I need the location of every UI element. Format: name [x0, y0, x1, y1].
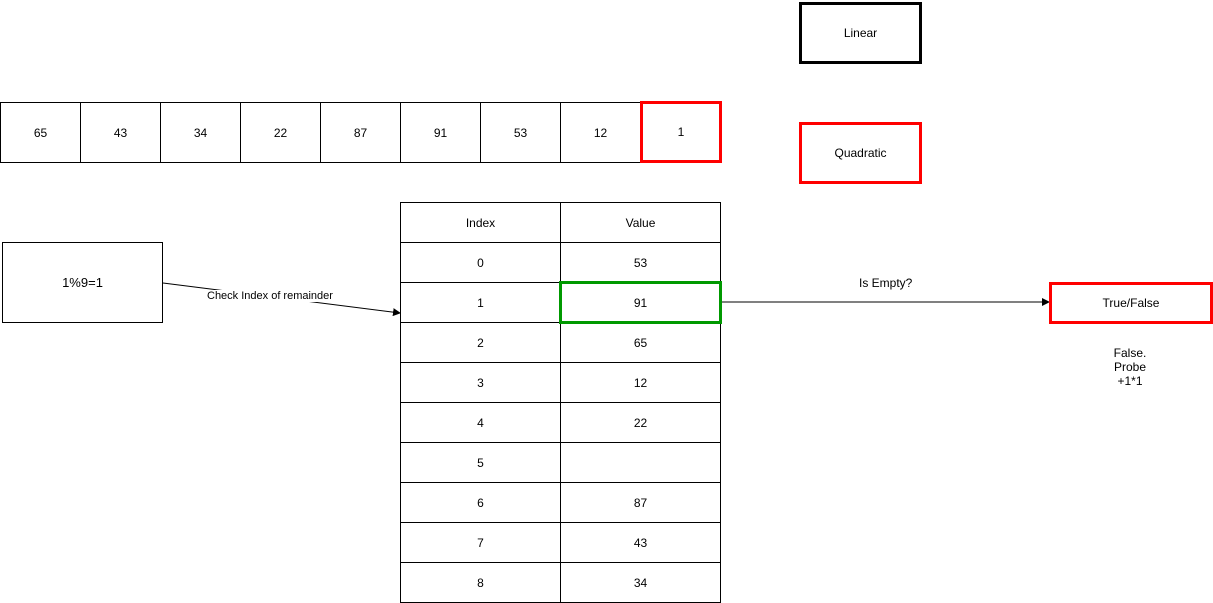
table-value: 43 [633, 535, 648, 550]
table-index-cell: 6 [400, 482, 561, 523]
table-header-value-label: Value [625, 215, 656, 230]
linear-mode-box[interactable]: Linear [799, 2, 922, 64]
array-cell-value: 1 [677, 125, 685, 139]
result-note: False. Probe +1*1 [1080, 346, 1180, 388]
table-value: 91 [633, 295, 648, 310]
is-empty-label: Is Empty? [859, 276, 913, 290]
table-index: 2 [477, 335, 484, 350]
table-value: 87 [633, 495, 648, 510]
result-box-label: True/False [1102, 296, 1160, 310]
array-cell: 34 [160, 102, 241, 163]
table-value-cell: 43 [560, 522, 721, 563]
array-cell: 12 [560, 102, 641, 163]
array-cell: 53 [480, 102, 561, 163]
table-value: 12 [633, 375, 648, 390]
result-note-line: +1*1 [1117, 374, 1143, 388]
result-box: True/False [1049, 282, 1213, 324]
table-index: 7 [477, 535, 484, 550]
table-value-cell [560, 442, 721, 483]
table-value: 53 [633, 255, 648, 270]
array-cell-value: 65 [33, 125, 48, 140]
quadratic-mode-box[interactable]: Quadratic [799, 122, 922, 184]
table-index-cell: 0 [400, 242, 561, 283]
table-value-cell: 53 [560, 242, 721, 283]
hash-expression-box: 1%9=1 [2, 242, 163, 323]
table-index: 0 [477, 255, 484, 270]
table-header-index: Index [400, 202, 561, 243]
array-cell-current: 1 [640, 101, 722, 163]
table-index-cell: 3 [400, 362, 561, 403]
table-value: 22 [633, 415, 648, 430]
table-index: 5 [477, 455, 484, 470]
table-index-cell: 7 [400, 522, 561, 563]
table-value: 34 [633, 575, 648, 590]
array-cell: 43 [80, 102, 161, 163]
table-index: 6 [477, 495, 484, 510]
linear-mode-label: Linear [843, 26, 878, 40]
table-index-cell: 5 [400, 442, 561, 483]
table-index-cell: 8 [400, 562, 561, 603]
array-cell: 91 [400, 102, 481, 163]
table-index-cell: 1 [400, 282, 561, 323]
table-value-cell: 34 [560, 562, 721, 603]
array-cell-value: 43 [113, 125, 128, 140]
array-cell: 65 [0, 102, 81, 163]
table-index: 8 [477, 575, 484, 590]
table-value: 65 [633, 335, 648, 350]
result-note-line: Probe [1113, 360, 1147, 374]
array-cell: 87 [320, 102, 401, 163]
quadratic-mode-label: Quadratic [834, 146, 887, 160]
array-cell-value: 91 [433, 125, 448, 140]
table-header-index-label: Index [465, 215, 496, 230]
table-index: 4 [477, 415, 484, 430]
table-header-value: Value [560, 202, 721, 243]
table-index: 1 [477, 295, 484, 310]
check-index-label: Check Index of remainder [207, 290, 333, 302]
table-index-cell: 2 [400, 322, 561, 363]
array-cell-value: 34 [193, 125, 208, 140]
table-value-cell: 87 [560, 482, 721, 523]
table-value-cell: 65 [560, 322, 721, 363]
array-cell: 22 [240, 102, 321, 163]
probed-slot-highlight [559, 281, 722, 324]
array-cell-value: 22 [273, 125, 288, 140]
hash-expression: 1%9=1 [62, 275, 103, 290]
result-note-line: False. [1113, 346, 1147, 360]
table-value-cell: 12 [560, 362, 721, 403]
table-index-cell: 4 [400, 402, 561, 443]
array-cell-value: 12 [593, 125, 608, 140]
table-value-cell: 22 [560, 402, 721, 443]
array-cell-value: 53 [513, 125, 528, 140]
array-cell-value: 87 [353, 125, 368, 140]
table-index: 3 [477, 375, 484, 390]
